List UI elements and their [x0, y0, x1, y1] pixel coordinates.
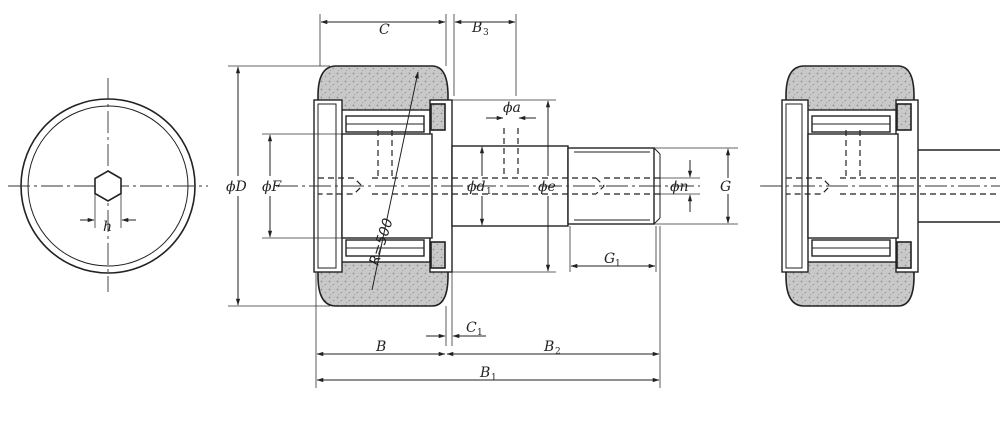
dim-label-b3-sub: 3: [483, 28, 489, 38]
mounted-seal-top: [896, 103, 912, 131]
dim-label-g: G: [720, 179, 731, 195]
mounted-seal-bottom: [896, 241, 912, 269]
dim-label-c1: C: [466, 320, 477, 336]
dim-label-b: B: [375, 339, 386, 355]
dim-label-c1-sub: 1: [477, 328, 483, 338]
dim-label-phi-f: ϕF: [262, 179, 283, 195]
dim-label-b1: B: [479, 365, 490, 381]
dim-label-phi-d1-sub: 1: [486, 187, 492, 197]
dim-label-c: C: [379, 22, 390, 38]
section-view: R=500 C B 3 ϕa ϕD ϕF ϕd 1: [226, 14, 738, 388]
thread-chamfer-top: [653, 147, 661, 155]
dim-label-b1-sub: 1: [491, 373, 497, 383]
dim-label-b2: B: [543, 339, 554, 355]
dim-label-b3: B: [471, 20, 482, 36]
dim-label-g1: G: [604, 251, 615, 267]
hex-socket-hidden: [318, 177, 363, 195]
dim-label-phi-d: ϕD: [226, 179, 247, 195]
radial-oil-hole-hidden: [503, 128, 519, 178]
right-seal-top: [430, 103, 446, 131]
dim-label-b2-sub: 2: [555, 347, 561, 357]
right-seal-bottom: [430, 241, 446, 269]
dim-label-phi-e: ϕe: [538, 179, 556, 195]
mounting-shaft: [918, 149, 1000, 223]
dim-label-phi-n: ϕn: [670, 179, 689, 195]
end-view: h: [8, 78, 208, 292]
axial-oil-hole-hidden: [372, 177, 605, 195]
dim-label-phi-a: ϕa: [503, 100, 521, 116]
dim-label-phi-d1: ϕd: [467, 179, 486, 195]
thread-chamfer-bottom: [653, 217, 661, 225]
mounted-socket-hidden: [786, 177, 831, 195]
radius-leader: [371, 71, 419, 291]
mounted-view: [760, 65, 1000, 307]
mounted-oil-hole-hidden: [840, 177, 1000, 195]
dim-label-g1-sub: 1: [615, 259, 621, 269]
head-oil-hole-hidden: [377, 130, 393, 178]
hex-socket-icon: [94, 170, 122, 202]
mounted-head-oil-hole-hidden: [845, 130, 861, 178]
dim-label-h: h: [103, 219, 112, 235]
